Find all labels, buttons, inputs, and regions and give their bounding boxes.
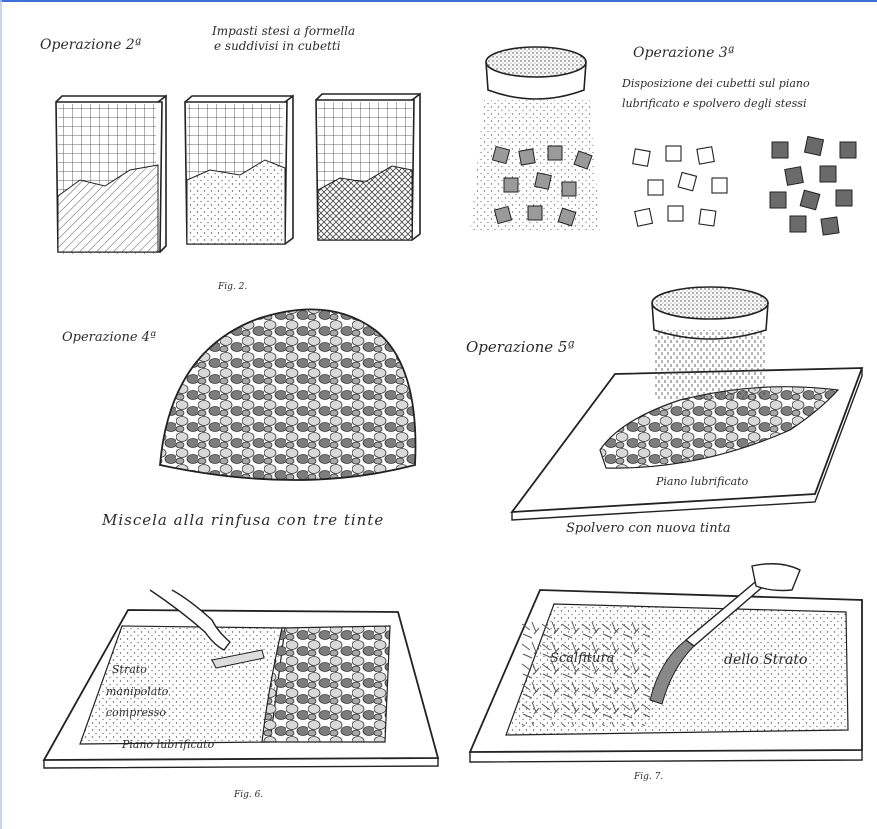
fig6-label-compresso: compresso xyxy=(106,707,166,720)
fig6-label-manipolato: manipolato xyxy=(106,686,168,699)
op3-title: Operazione 3ª xyxy=(633,45,734,61)
op5-plane-label: Piano lubrificato xyxy=(656,476,748,489)
tray-crosshatched xyxy=(316,94,420,240)
op3-caption-line1: Disposizione dei cubetti sul piano xyxy=(622,78,810,91)
op5-caption: Spolvero con nuova tinta xyxy=(566,522,731,537)
op4-title: Operazione 4ª xyxy=(62,331,156,346)
light-cubes xyxy=(633,146,727,226)
fig6-figure-label: Fig. 6. xyxy=(234,790,263,800)
fig6-plane xyxy=(44,590,438,768)
op4-caption: Miscela alla rinfusa con tre tinte xyxy=(102,512,384,529)
op2-title: Operazione 2ª xyxy=(40,37,141,53)
op2-caption-line1: Impasti stesi a formella xyxy=(212,25,355,39)
fig6-label-strato: Strato xyxy=(112,664,147,677)
op4-mound xyxy=(160,309,416,480)
tray-dotted xyxy=(185,96,293,244)
fig6-plane-label: Piano lubrificato xyxy=(122,739,214,752)
op3-caption-line2: lubrificato e spolvero degli stessi xyxy=(622,98,806,111)
op2-caption-line2: e suddivisi in cubetti xyxy=(214,40,341,54)
op2-trays xyxy=(56,94,420,254)
op3-sieve-and-cubes xyxy=(470,47,856,235)
fig7-figure-label: Fig. 7. xyxy=(634,772,663,782)
op5-title: Operazione 5ª xyxy=(466,339,575,356)
fig7-label-scalfitura: Scalfitura xyxy=(550,652,614,667)
fig7-label-strato: dello Strato xyxy=(724,652,807,668)
fig2-label: Fig. 2. xyxy=(218,282,247,292)
tray-hatched xyxy=(56,96,166,254)
dark-cubes xyxy=(770,137,856,236)
